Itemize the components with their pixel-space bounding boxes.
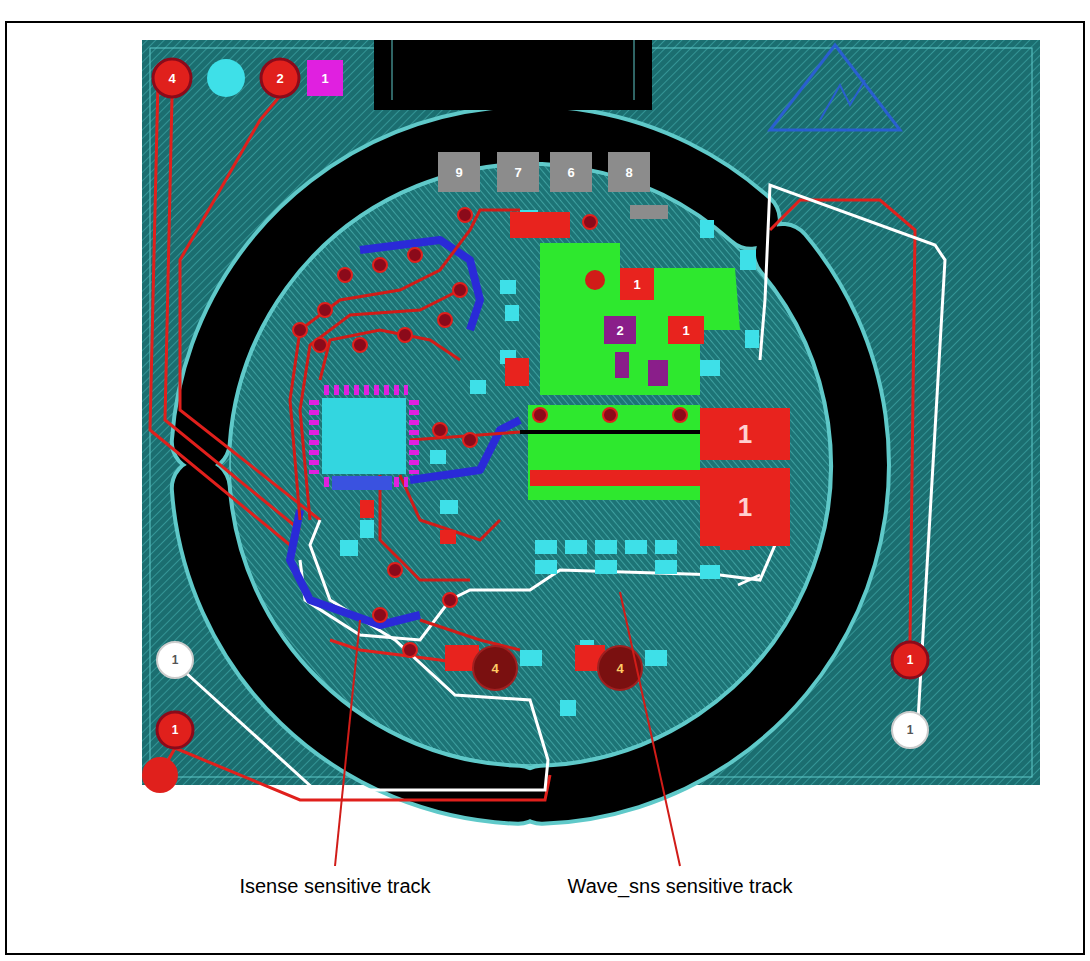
pad-number: 1 bbox=[172, 654, 179, 666]
pad-number: 1 bbox=[633, 278, 640, 291]
pad-number: 1 bbox=[907, 654, 914, 666]
copper-pour bbox=[528, 405, 700, 500]
warning-triangle bbox=[770, 45, 900, 130]
inner-board-area bbox=[230, 165, 830, 765]
leader-line bbox=[620, 592, 680, 866]
leader-line bbox=[335, 620, 360, 866]
white-tracks bbox=[185, 185, 945, 790]
pad-number: 4 bbox=[491, 662, 498, 675]
through-hole-pad bbox=[153, 59, 191, 97]
through-hole-pad bbox=[157, 712, 193, 748]
smd-pads bbox=[340, 210, 759, 716]
through-hole-pad bbox=[261, 59, 299, 97]
test-point bbox=[598, 646, 642, 690]
pad-number: 1 bbox=[738, 421, 752, 447]
fiducial bbox=[142, 757, 178, 793]
pad-number: 1 bbox=[172, 724, 179, 736]
pad-number: 9 bbox=[455, 166, 462, 179]
power-pad bbox=[700, 468, 790, 546]
pad-number: 7 bbox=[514, 166, 521, 179]
pad-number: 4 bbox=[168, 72, 175, 85]
pad-number: 1 bbox=[682, 324, 689, 337]
pad-number: 1 bbox=[738, 494, 752, 520]
through-hole-pad bbox=[207, 59, 245, 97]
pad-number: 1 bbox=[321, 72, 328, 85]
connector-pads bbox=[438, 152, 650, 192]
callout-label: Isense sensitive track bbox=[239, 876, 430, 896]
pad-number: 2 bbox=[276, 72, 283, 85]
pad-number: 2 bbox=[616, 324, 623, 337]
inner-red-tracks bbox=[290, 210, 520, 650]
purple-pad bbox=[604, 316, 636, 344]
copper-pour bbox=[540, 243, 740, 395]
through-hole-pad bbox=[892, 642, 928, 678]
ring-slots bbox=[201, 135, 860, 795]
figure-frame bbox=[6, 22, 1084, 954]
top-slot bbox=[374, 40, 652, 110]
red-pads bbox=[360, 212, 750, 671]
pad-number: 6 bbox=[567, 166, 574, 179]
pad-number: 4 bbox=[616, 662, 623, 675]
pad-number: 8 bbox=[625, 166, 632, 179]
red-tracks bbox=[150, 80, 915, 800]
pad-number: 1 bbox=[907, 724, 914, 736]
callout-label: Wave_sns sensitive track bbox=[568, 876, 793, 896]
white-pad bbox=[892, 712, 928, 748]
power-pad bbox=[700, 408, 790, 460]
bottom-tracks bbox=[290, 240, 520, 625]
square-pad bbox=[307, 60, 343, 96]
vias bbox=[293, 208, 687, 657]
ic-pins bbox=[314, 390, 414, 482]
test-point bbox=[473, 646, 517, 690]
controller-ic bbox=[322, 398, 406, 474]
white-pad bbox=[157, 642, 193, 678]
